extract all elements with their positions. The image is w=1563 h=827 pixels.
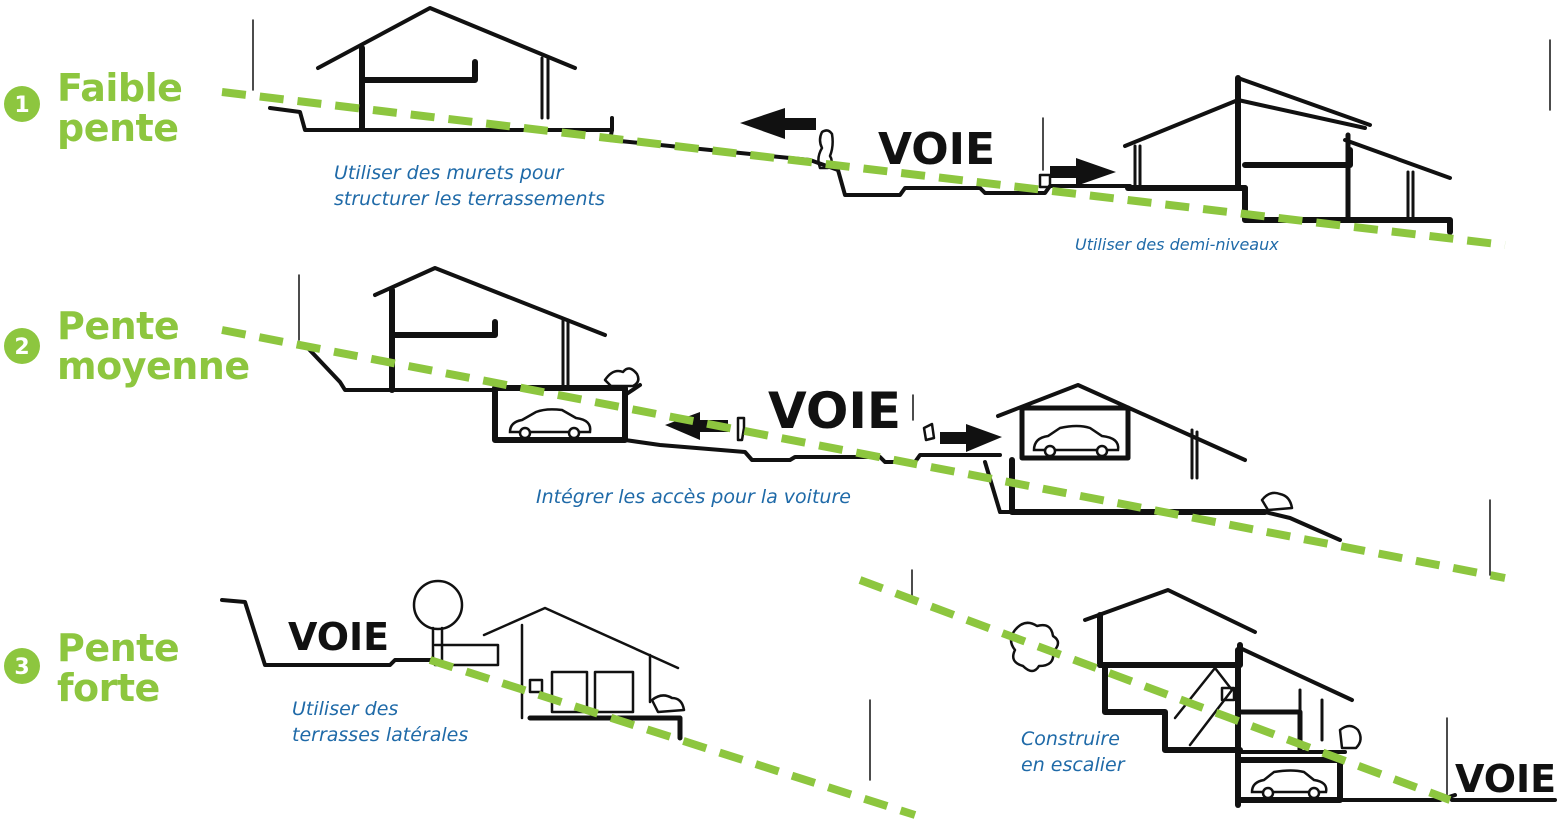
- row-1-heading: Faible pente: [57, 66, 183, 150]
- row-3-caption-left: Utiliser des terrasses latérales: [292, 698, 469, 746]
- row-2-heading: Pente moyenne: [57, 306, 250, 386]
- row-2-house-right: [983, 383, 1342, 542]
- row-3-road-label-right: VOIE: [1455, 757, 1556, 801]
- row-2-car-right: [1032, 424, 1120, 458]
- row-2-arrow-left-icon: [665, 412, 728, 440]
- row-1-number-badge: 1: [4, 86, 40, 122]
- svg-text:2: 2: [14, 335, 29, 360]
- row-3-caption-right: Construire en escalier: [1021, 728, 1125, 776]
- svg-text:3: 3: [14, 655, 29, 680]
- row-3-heading-line2: forte: [57, 666, 160, 710]
- row-3-bush-icon: [1009, 621, 1060, 673]
- row-3-heading: Pente forte: [57, 626, 180, 710]
- row-3-left-illustration: VOIE: [220, 579, 917, 819]
- row-3-house-left: [433, 606, 686, 741]
- row-3-right-illustration: VOIE: [858, 569, 1557, 808]
- row-1-heading-line1: Faible: [57, 66, 183, 110]
- row-2-arrow-right-icon: [940, 424, 1002, 452]
- row-1-house-right: [1123, 75, 1453, 235]
- row-3-heading-line1: Pente: [57, 626, 180, 670]
- row-1-caption-left: Utiliser des murets pour structurer les …: [334, 162, 605, 210]
- row-3-slope-line-right: [858, 576, 1452, 804]
- row-1-arrow-left-icon: [740, 108, 816, 139]
- row-2-caption: Intégrer les accès pour la voiture: [536, 486, 851, 508]
- row-2-road-label: VOIE: [768, 382, 901, 440]
- row-2-car-left: [508, 408, 592, 440]
- row-1-caption-right: Utiliser des demi-niveaux: [1075, 235, 1279, 254]
- row-1-illustration: VOIE: [221, 6, 1551, 249]
- row-1-heading-line2: pente: [57, 106, 179, 150]
- row-2-heading-line1: Pente: [57, 304, 180, 348]
- row-1-arrow-right-icon: [1050, 158, 1116, 186]
- row-3-number-badge: 3: [4, 648, 40, 684]
- svg-text:1: 1: [14, 93, 29, 118]
- row-3-tree-icon: [412, 579, 464, 662]
- row-3-car-right: [1250, 769, 1328, 800]
- row-2-person-left: [736, 416, 746, 442]
- row-3-slope-line-left: [428, 656, 917, 819]
- row-2-person-right: [922, 422, 936, 442]
- row-2-house-left: [303, 266, 1002, 464]
- row-2-slope-line: [221, 326, 1506, 582]
- row-2-illustration: VOIE: [221, 266, 1506, 582]
- row-1-slope-line: [221, 88, 1506, 249]
- row-1-road-label: VOIE: [878, 124, 995, 175]
- row-3-road-left: [220, 598, 437, 667]
- row-3-road-label-left: VOIE: [288, 615, 389, 659]
- row-3-house-right: [1083, 588, 1457, 808]
- row-2-number-badge: 2: [4, 328, 40, 364]
- row-1-house-left: [268, 6, 840, 172]
- row-2-heading-line2: moyenne: [57, 344, 250, 388]
